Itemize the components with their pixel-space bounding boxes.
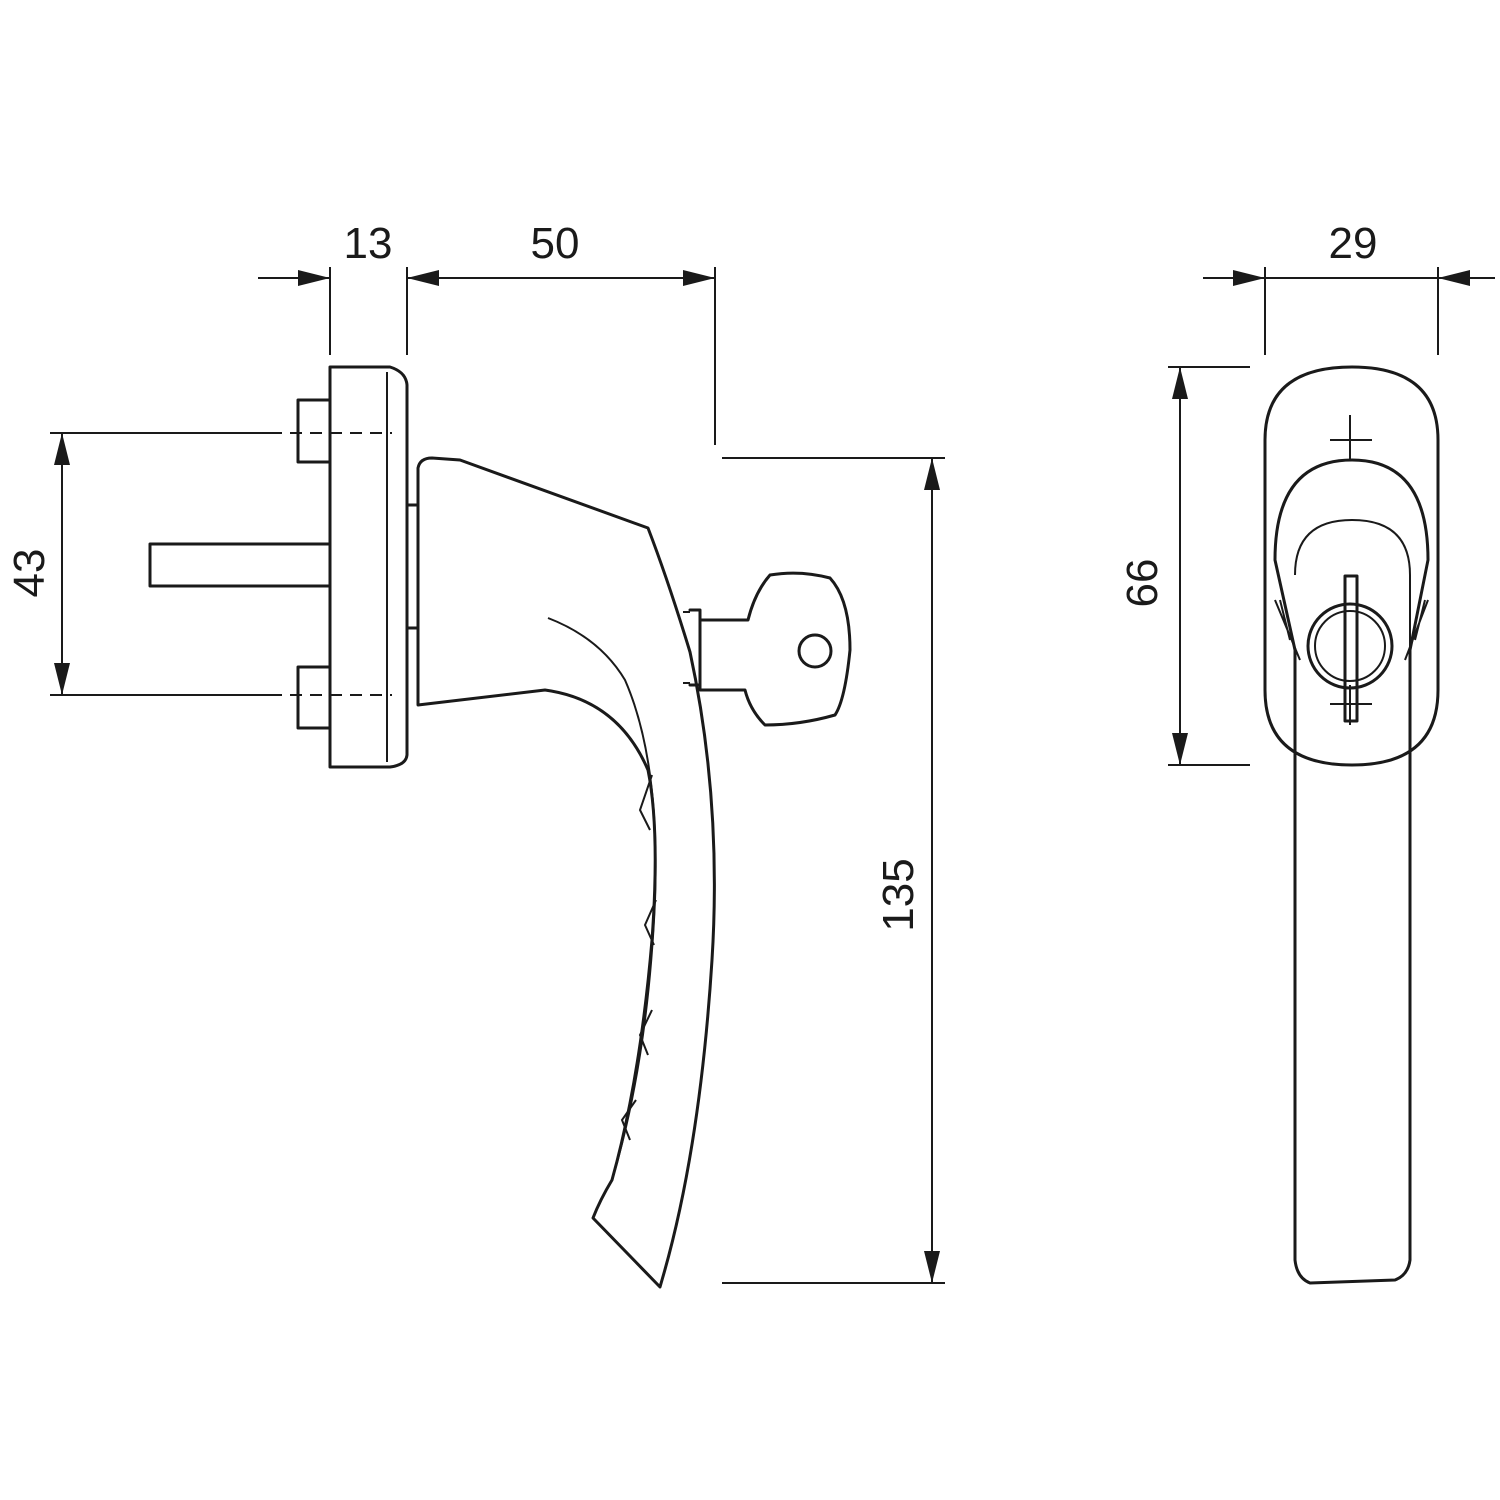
handle-front-outer <box>1273 458 1430 1285</box>
upper-center-mark <box>1330 415 1372 460</box>
lock-collar <box>683 611 690 684</box>
lower-screw-head <box>296 665 332 730</box>
key-hole <box>797 633 833 669</box>
lower-center-mark <box>1330 685 1372 725</box>
side-view <box>148 365 852 1289</box>
handle-front-bevel <box>1274 599 1429 661</box>
lock-core <box>1314 610 1386 682</box>
upper-screw-head <box>296 398 332 464</box>
dim-label-13: 13 <box>344 219 393 268</box>
rose-oval <box>1263 365 1440 767</box>
grip-contour <box>547 617 657 1181</box>
dim-label-29: 29 <box>1329 219 1378 268</box>
front-view <box>1263 365 1440 1285</box>
rose-plate <box>328 365 409 769</box>
dim-label-66: 66 <box>1118 559 1167 608</box>
dim-label-50: 50 <box>531 219 580 268</box>
handle-front-inner <box>1294 518 1411 650</box>
dimension-labels: 13 50 43 135 29 66 <box>5 219 1377 932</box>
key-icon <box>698 571 852 727</box>
finger-grooves <box>620 774 657 1141</box>
spindle <box>148 542 332 588</box>
lock-face <box>1306 602 1394 690</box>
handle-body <box>416 456 716 1289</box>
dim-label-43: 43 <box>5 549 54 598</box>
dimension-lines <box>50 267 1495 1284</box>
dim-label-135: 135 <box>874 858 923 931</box>
